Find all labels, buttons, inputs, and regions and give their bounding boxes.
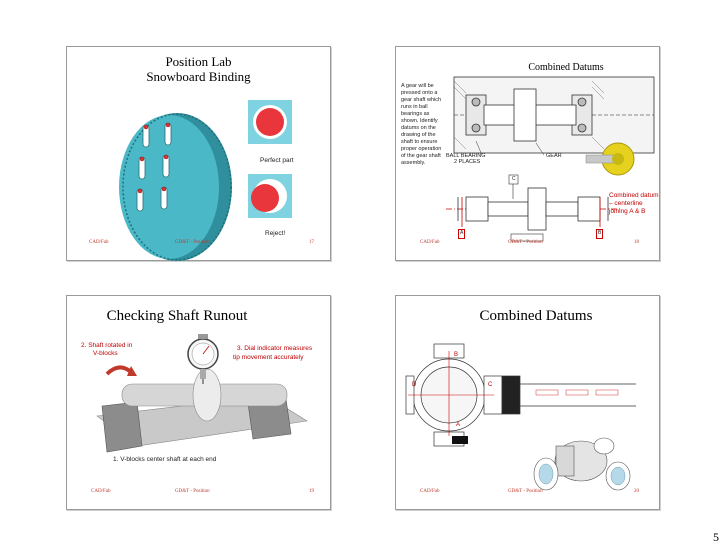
slide-footer: CAD/Fab GD&T - Position 18 — [396, 240, 659, 250]
slide-combined-datums-cross[interactable]: Combined Datums — [395, 295, 660, 510]
datum-d-label: D — [412, 382, 417, 388]
rotated-label-line-2: V-blocks — [93, 350, 118, 357]
footer-slide-number: 17 — [309, 240, 314, 245]
footer-left: CAD/Fab — [420, 240, 440, 245]
footer-slide-number: 20 — [634, 489, 639, 494]
combined-datum-callout: Combined datum – centerline joining A & … — [609, 192, 659, 215]
gear-label: GEAR — [546, 153, 562, 159]
two-places-label: 2 PLACES — [454, 159, 481, 165]
vblocks-label: 1. V-blocks center shaft at each end — [113, 456, 217, 463]
footer-left: CAD/Fab — [91, 489, 111, 494]
title-line-1: Position Lab — [165, 54, 232, 69]
footer-mid: GD&T - Position — [508, 489, 543, 494]
runout-setup-illustration — [96, 334, 308, 453]
datum-a-label: A — [456, 422, 461, 428]
rotated-label-line-1: 2. Shaft rotated in — [81, 342, 133, 349]
footer-mid: GD&T - Position — [508, 240, 543, 245]
gear-shaft-assembly-drawing — [446, 76, 655, 242]
slide-title: Combined Datums — [528, 62, 604, 73]
dial-label-line-2: tip movement accurately — [233, 354, 304, 361]
reject-label: Reject! — [265, 230, 286, 237]
problem-description: A gear will be pressed onto a gear shaft… — [401, 83, 442, 166]
perfect-part-label: Perfect part — [260, 157, 294, 164]
footer-mid: GD&T - Position — [175, 489, 210, 494]
binding-disk-illustration — [119, 113, 232, 261]
datum-b-flag: B — [596, 229, 604, 239]
reject-part-icon — [248, 174, 292, 218]
datum-c-label: C — [488, 382, 493, 388]
page-number: 5 — [713, 530, 719, 544]
slide-position-lab[interactable]: Position Lab Snowboard Binding Perfect p… — [66, 46, 331, 261]
slide-footer: CAD/Fab GD&T - Position 17 — [67, 240, 330, 250]
dial-label-line-1: 3. Dial indicator measures — [237, 345, 313, 352]
footer-mid: GD&T - Position — [175, 240, 210, 245]
slide-footer: CAD/Fab GD&T - Position 20 — [396, 489, 659, 499]
slide-title: Position Lab Snowboard Binding — [67, 54, 330, 84]
datum-a-flag: A — [458, 229, 466, 239]
footer-slide-number: 18 — [634, 240, 639, 245]
footer-slide-number: 19 — [309, 489, 314, 494]
cross-fitting-drawing — [405, 343, 636, 491]
slide-footer: CAD/Fab GD&T - Position 19 — [67, 489, 330, 499]
slide-title: Combined Datums — [479, 308, 593, 324]
perfect-part-icon — [248, 100, 292, 144]
slide-combined-datums-gear[interactable]: Combined Datums A gear will be pressed o… — [395, 46, 660, 261]
datum-b-label: B — [454, 352, 459, 358]
datum-c-flag: C — [512, 176, 516, 182]
title-line-2: Snowboard Binding — [146, 69, 251, 84]
ball-bearing-label: BALL BEARING — [446, 153, 486, 159]
slide-checking-shaft-runout[interactable]: Checking Shaft Runout 2. Shaft rotated i… — [66, 295, 331, 510]
footer-left: CAD/Fab — [420, 489, 440, 494]
footer-left: CAD/Fab — [89, 240, 109, 245]
slide-title: Checking Shaft Runout — [106, 308, 248, 324]
